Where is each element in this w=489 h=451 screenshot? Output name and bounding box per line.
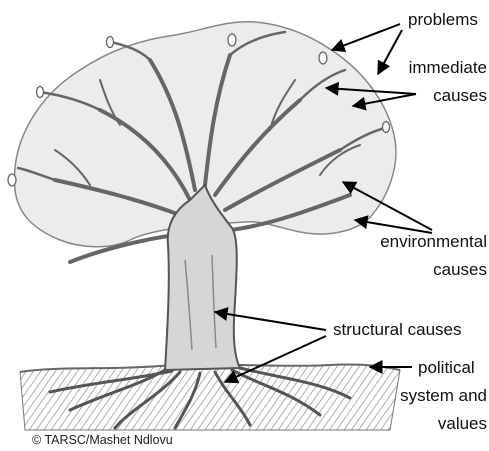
label-immediate-causes-line1: immediate bbox=[408, 58, 487, 77]
arrow-problems-2 bbox=[377, 29, 403, 76]
label-environmental-causes-line2: causes bbox=[433, 260, 487, 279]
arrow-environmental-2 bbox=[353, 215, 433, 234]
label-structural-causes: structural causes bbox=[333, 320, 462, 339]
label-immediate-causes-line2: causes bbox=[433, 86, 487, 105]
canopy bbox=[13, 20, 397, 248]
arrow-immediate-2 bbox=[351, 93, 417, 111]
arrow-environmental-1 bbox=[341, 181, 433, 231]
arrow-structural-1 bbox=[213, 307, 327, 331]
label-environmental-causes-line1: environmental bbox=[380, 232, 487, 251]
branches bbox=[16, 30, 387, 264]
label-political-line2: system and bbox=[400, 386, 487, 405]
ground bbox=[19, 363, 401, 431]
roots bbox=[48, 366, 352, 430]
copyright-credit: © TARSC/Mashet Ndlovu bbox=[32, 433, 173, 447]
arrow-problems-1 bbox=[330, 23, 401, 53]
label-political-line1: political bbox=[418, 358, 475, 377]
label-political-line3: values bbox=[437, 414, 487, 433]
arrows bbox=[213, 23, 433, 384]
arrow-immediate-1 bbox=[324, 81, 417, 96]
arrow-structural-2 bbox=[223, 335, 327, 384]
trunk bbox=[163, 183, 242, 372]
label-problems: problems bbox=[408, 10, 478, 29]
leaves bbox=[7, 33, 391, 187]
